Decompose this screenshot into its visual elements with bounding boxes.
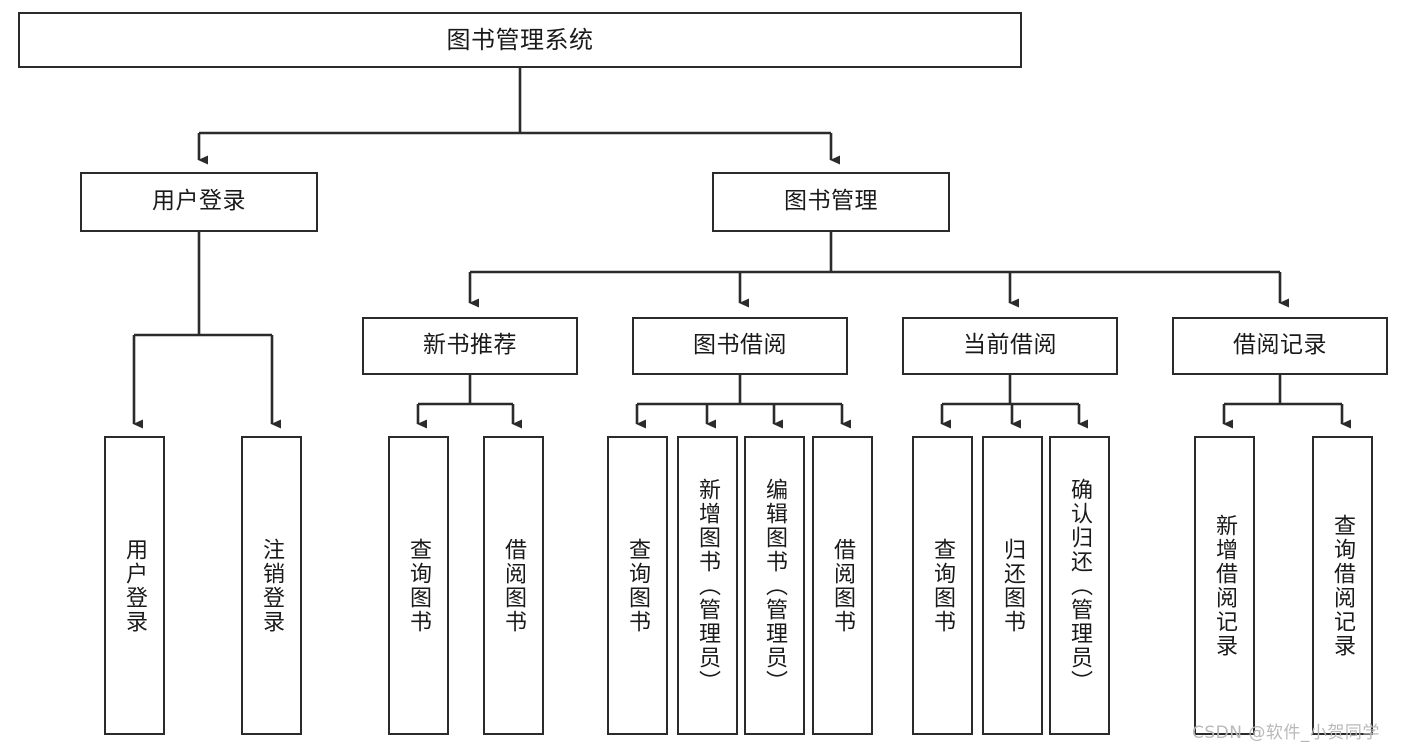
node-leaf-add-book[interactable]: 新增图书（管理员） [677,436,738,735]
node-leaf-borrow-book-2[interactable]: 借阅图书 [812,436,873,735]
node-leaf-query-book-1[interactable]: 查询图书 [388,436,449,735]
node-leaf-add-borrow-record[interactable]: 新增借阅记录 [1194,436,1255,735]
node-user-login-label: 用户登录 [152,188,246,215]
node-leaf-borrow-book-1[interactable]: 借阅图书 [483,436,544,735]
node-book-borrow[interactable]: 图书借阅 [632,317,848,375]
node-root-book-management-system[interactable]: 图书管理系统 [18,12,1022,68]
node-leaf-user-login-label: 用户登录 [122,537,148,634]
node-current-borrow-label: 当前借阅 [963,332,1057,359]
node-leaf-confirm-return-label: 确认归还（管理员） [1067,477,1093,694]
node-borrow-record-label: 借阅记录 [1233,332,1327,359]
node-leaf-return-book[interactable]: 归还图书 [982,436,1043,735]
node-leaf-query-book-1-label: 查询图书 [406,537,432,634]
node-leaf-query-book-3[interactable]: 查询图书 [912,436,973,735]
node-new-book-recommend-label: 新书推荐 [423,332,517,359]
node-leaf-query-borrow-record[interactable]: 查询借阅记录 [1312,436,1373,735]
node-leaf-logout-login-label: 注销登录 [259,537,285,634]
node-book-management[interactable]: 图书管理 [712,172,950,232]
node-leaf-edit-book-label: 编辑图书（管理员） [762,477,788,694]
node-leaf-query-book-2-label: 查询图书 [625,537,651,634]
node-borrow-record[interactable]: 借阅记录 [1172,317,1388,375]
node-leaf-borrow-book-1-label: 借阅图书 [501,537,527,634]
node-leaf-confirm-return[interactable]: 确认归还（管理员） [1049,436,1110,735]
node-leaf-add-book-label: 新增图书（管理员） [695,477,721,694]
node-leaf-borrow-book-2-label: 借阅图书 [830,537,856,634]
node-leaf-logout-login[interactable]: 注销登录 [241,436,302,735]
node-new-book-recommend[interactable]: 新书推荐 [362,317,578,375]
node-leaf-query-borrow-record-label: 查询借阅记录 [1330,513,1356,658]
node-leaf-edit-book[interactable]: 编辑图书（管理员） [744,436,805,735]
node-book-borrow-label: 图书借阅 [693,332,787,359]
node-leaf-return-book-label: 归还图书 [1000,537,1026,634]
node-leaf-query-book-2[interactable]: 查询图书 [607,436,668,735]
node-current-borrow[interactable]: 当前借阅 [902,317,1118,375]
node-root-label: 图书管理系统 [446,25,594,54]
node-leaf-query-book-3-label: 查询图书 [930,537,956,634]
node-leaf-user-login[interactable]: 用户登录 [104,436,165,735]
node-book-management-label: 图书管理 [784,188,878,215]
node-leaf-add-borrow-record-label: 新增借阅记录 [1212,513,1238,658]
node-user-login[interactable]: 用户登录 [80,172,318,232]
